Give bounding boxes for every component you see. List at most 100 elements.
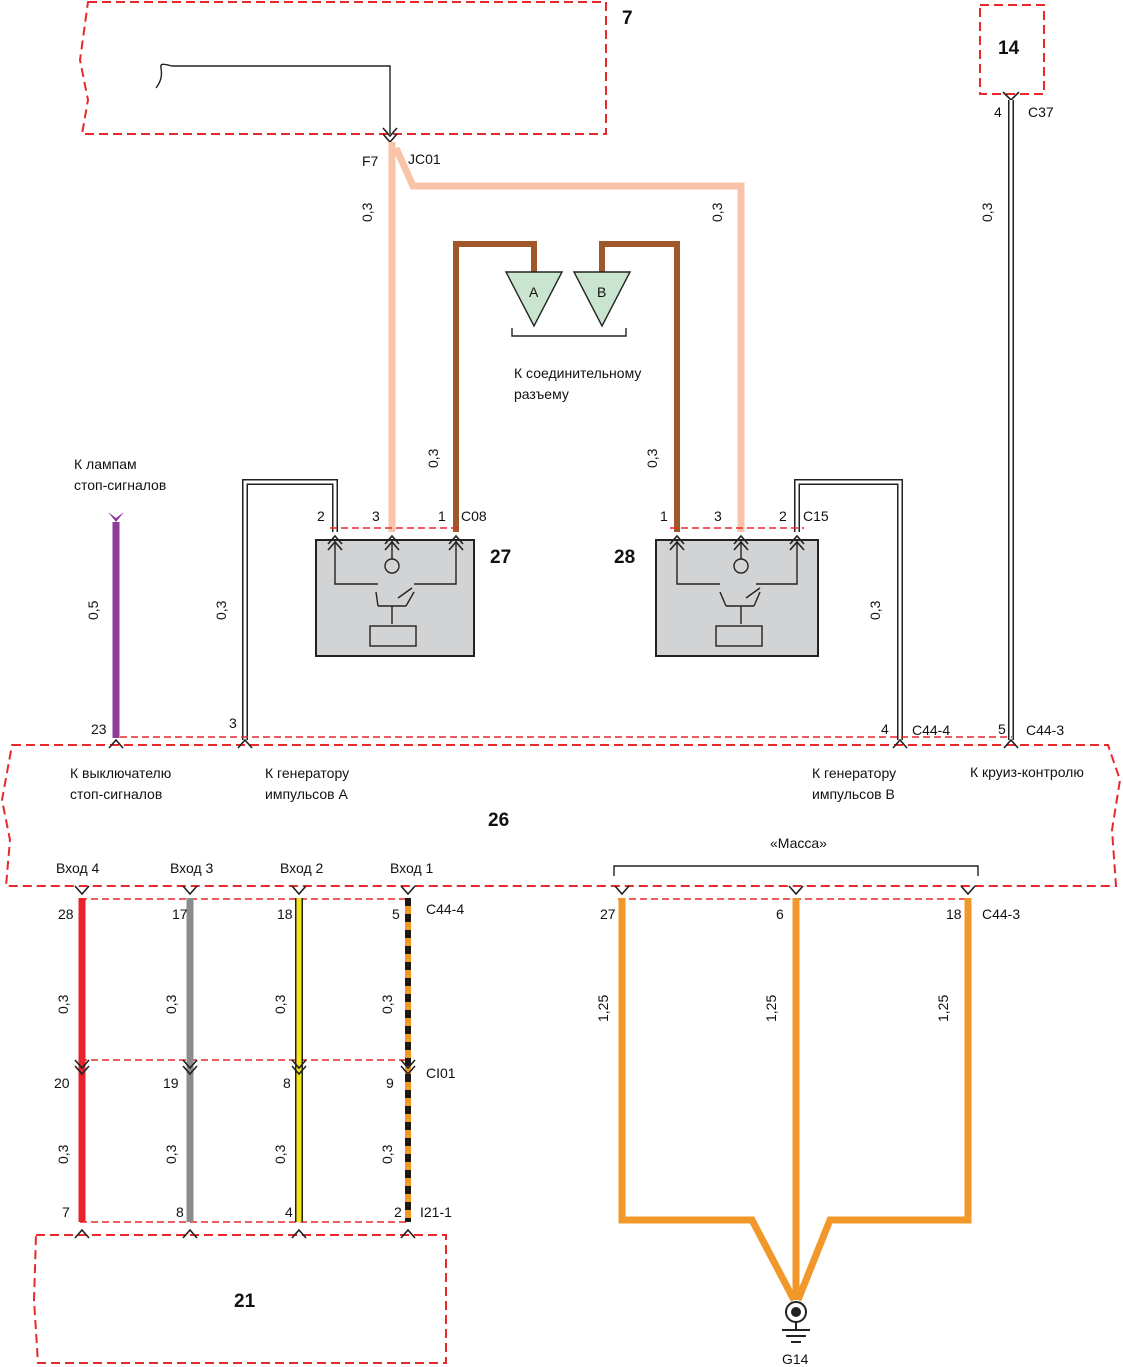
sensor-27-number: 27: [490, 547, 511, 568]
gauge-ground-3: 1,25: [935, 995, 951, 1022]
sensor-27-pin-1-label: 1: [438, 508, 446, 524]
pin-4-marker: [892, 738, 908, 749]
sensor-27-symbol: [334, 540, 457, 647]
gauge-black-1: 0,3: [379, 994, 395, 1014]
ground-pin-27-label: 27: [600, 906, 616, 922]
gauge-gray-2: 0,3: [163, 1144, 179, 1164]
gauge-white-right: 0,3: [867, 600, 883, 620]
gauge-yellow-2: 0,3: [272, 1144, 288, 1164]
gauge-violet: 0,5: [85, 600, 101, 620]
module-21-box: [32, 1234, 447, 1364]
input-2-label: Вход 2: [280, 860, 324, 876]
brake-lamps-note-line-2: стоп-сигналов: [74, 477, 166, 493]
pin-18-label: 18: [277, 906, 293, 922]
brown-wire-a: [453, 241, 537, 532]
ground-pin-6-label: 6: [776, 906, 784, 922]
ground-g14-symbol: [782, 1301, 810, 1343]
gauge-white-left: 0,3: [213, 600, 229, 620]
generator-b-note-line-1: К генератору: [812, 765, 896, 781]
gauge-black-2: 0,3: [379, 1144, 395, 1164]
gauge-red-1: 0,3: [55, 994, 71, 1014]
module-14-box: [979, 4, 1045, 95]
ground-pin-18-label: 18: [946, 906, 962, 922]
generator-b-note-line-2: импульсов B: [812, 786, 895, 802]
c37-label: C37: [1028, 104, 1054, 120]
connector-b-label: B: [597, 284, 606, 300]
gauge-gray-1: 0,3: [163, 994, 179, 1014]
gauge-ground-2: 1,25: [763, 995, 779, 1022]
input-pin-markers: [74, 885, 416, 1239]
gauge-brown-left: 0,3: [425, 448, 441, 468]
sensor-28-pin-2: [789, 534, 805, 551]
sensor-28-symbol: [676, 540, 798, 647]
pink-wire-sensor-28: [392, 146, 745, 532]
brake-switch-note-line-2: стоп-сигналов: [70, 786, 162, 802]
module-26-number: 26: [488, 810, 509, 831]
gauge-red-2: 0,3: [55, 1144, 71, 1164]
orange-ground-wire-27: [618, 898, 798, 1302]
mass-bracket: [613, 865, 979, 876]
sensor-28-pin-1-label: 1: [660, 508, 668, 524]
pin-3-label: 3: [229, 715, 237, 731]
pin-7-label: 7: [62, 1204, 70, 1220]
connector-caption-line-1: К соединительному: [514, 365, 641, 381]
sensor-28-pin-1: [669, 534, 685, 551]
connector-a-triangle: [504, 271, 564, 328]
i21-1-label: I21-1: [420, 1204, 452, 1220]
pin-28-label: 28: [58, 906, 74, 922]
sensor-28-number: 28: [614, 547, 635, 568]
pin-23-label: 23: [91, 721, 107, 737]
cruise-control-note: К круиз-контролю: [970, 764, 1084, 780]
brake-switch-note-line-1: К выключателю: [70, 765, 171, 781]
ground-pin-markers: [614, 885, 976, 896]
sensor-28-pin-2-label: 2: [779, 508, 787, 524]
pin-5-label: 5: [998, 721, 1006, 737]
pin-4-c37: 4: [994, 104, 1002, 120]
gauge-brown-right: 0,3: [644, 448, 660, 468]
c08-label: C08: [461, 508, 487, 524]
brake-lamps-note-line-1: К лампам: [74, 456, 137, 472]
generator-a-note-line-2: импульсов A: [265, 786, 348, 802]
g14-label: G14: [782, 1351, 809, 1367]
f7-label: F7: [362, 153, 379, 169]
pin-4-label: 4: [881, 721, 889, 737]
connector-a-label: A: [529, 284, 539, 300]
module-14-number: 14: [998, 38, 1020, 59]
module-7-wire: [155, 63, 391, 134]
sensor-27-pin-3-label: 3: [372, 508, 380, 524]
pin-4-bottom-label: 4: [285, 1204, 293, 1220]
connector-caption-line-2: разъему: [514, 386, 569, 402]
gauge-yellow-1: 0,3: [272, 994, 288, 1014]
gauge-pink-right: 0,3: [709, 202, 725, 222]
input-4-label: Вход 4: [56, 860, 100, 876]
input-1-label: Вход 1: [390, 860, 434, 876]
pin-5-bottom-label: 5: [392, 906, 400, 922]
sensor-28-pin-3-label: 3: [714, 508, 722, 524]
pin-9-label: 9: [386, 1075, 394, 1091]
orange-ground-wire-18: [794, 898, 972, 1302]
module-21-number: 21: [234, 1291, 256, 1312]
gauge-c37: 0,3: [979, 202, 995, 222]
gauge-pink-left: 0,3: [359, 202, 375, 222]
jc01-label: JC01: [408, 151, 441, 167]
pin-19-label: 19: [163, 1075, 179, 1091]
pin-17-label: 17: [172, 906, 188, 922]
c44-3-top-label: C44-3: [1026, 722, 1064, 738]
brown-wire-b: [599, 241, 680, 532]
c15-label: C15: [803, 508, 829, 524]
generator-a-note-line-1: К генератору: [265, 765, 349, 781]
sensor-27-body: [315, 539, 475, 657]
sensor-27-pin-1: [448, 534, 464, 551]
connector-bracket: [511, 328, 627, 337]
pin-2-label: 2: [394, 1204, 402, 1220]
gauge-ground-1: 1,25: [595, 995, 611, 1022]
input-3-label: Вход 3: [170, 860, 214, 876]
sensor-28-pin-3: [733, 534, 749, 551]
sensor-27-pin-2: [327, 534, 343, 551]
pin-23-marker: [108, 738, 124, 749]
c44-3-bottom-label: C44-3: [982, 906, 1020, 922]
module-7-number: 7: [622, 8, 633, 29]
sensor-27-pin-2-label: 2: [317, 508, 325, 524]
module-26-box: [0, 744, 1122, 887]
